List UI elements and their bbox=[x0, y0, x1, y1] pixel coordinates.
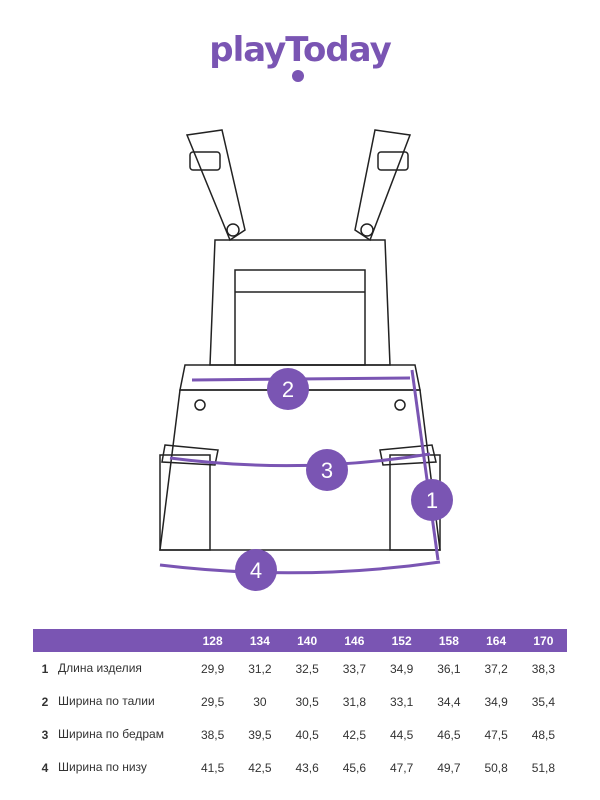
overall-skirt-sketch bbox=[159, 129, 441, 551]
size-header-row: 128 134 140 146 152 158 164 170 bbox=[33, 629, 567, 652]
size-header: 140 bbox=[297, 633, 318, 648]
table-cell: 51,8 bbox=[531, 760, 556, 775]
table-cell: 48,5 bbox=[531, 727, 556, 742]
table-cell: 30 bbox=[253, 694, 267, 709]
table-cell: 47,7 bbox=[389, 760, 414, 775]
table-row: 2 Ширина по талии 29,5 30 30,5 31,8 33,1 34,4 34… bbox=[33, 685, 567, 718]
garment-diagram: 2 3 1 4 bbox=[159, 129, 453, 591]
size-header: 158 bbox=[438, 633, 459, 648]
brand-name: playToday bbox=[209, 30, 391, 70]
table-cell: 33,7 bbox=[342, 661, 367, 676]
logo-dot bbox=[292, 70, 304, 82]
size-header: 146 bbox=[344, 633, 365, 648]
row-label: Длина изделия bbox=[58, 661, 142, 675]
size-header: 152 bbox=[391, 633, 412, 648]
row-number: 4 bbox=[41, 760, 49, 775]
row-number: 2 bbox=[41, 694, 49, 709]
table-cell: 42,5 bbox=[248, 760, 272, 775]
row-label: Ширина по талии bbox=[58, 694, 155, 708]
row-label: Ширина по бедрам bbox=[58, 727, 164, 741]
table-cell: 29,9 bbox=[200, 661, 225, 676]
row-number: 3 bbox=[41, 727, 49, 742]
row-label: Ширина по низу bbox=[58, 760, 147, 774]
table-row: 4 Ширина по низу 41,5 42,5 43,6 45,6 47,7 49,7 5… bbox=[33, 751, 567, 784]
marker-2: 2 bbox=[267, 368, 309, 410]
size-header: 134 bbox=[249, 633, 270, 648]
table-cell: 45,6 bbox=[342, 760, 367, 775]
table-cell: 30,5 bbox=[295, 694, 319, 709]
marker-4: 4 bbox=[235, 549, 277, 591]
table-cell: 46,5 bbox=[437, 727, 461, 742]
table-cell: 41,5 bbox=[200, 760, 225, 775]
table-cell: 31,2 bbox=[248, 661, 272, 676]
marker-1: 1 bbox=[411, 479, 453, 521]
table-cell: 49,7 bbox=[437, 760, 461, 775]
svg-text:1: 1 bbox=[426, 488, 438, 513]
table-cell: 43,6 bbox=[295, 760, 319, 775]
brand-logo: playToday bbox=[0, 30, 600, 70]
table-cell: 50,8 bbox=[484, 760, 508, 775]
table-cell: 44,5 bbox=[389, 727, 414, 742]
size-table: 128 134 140 146 152 158 164 170 1 Длина и… bbox=[33, 629, 567, 784]
table-cell: 32,5 bbox=[295, 661, 319, 676]
table-cell: 47,5 bbox=[484, 727, 508, 742]
size-header: 164 bbox=[486, 633, 507, 648]
table-cell: 34,4 bbox=[437, 694, 461, 709]
table-cell: 38,5 bbox=[200, 727, 225, 742]
table-cell: 33,1 bbox=[389, 694, 414, 709]
table-cell: 39,5 bbox=[248, 727, 272, 742]
table-cell: 31,8 bbox=[342, 694, 367, 709]
table-row: 3 Ширина по бедрам 38,5 39,5 40,5 42,5 44,5 46,… bbox=[33, 718, 567, 751]
svg-text:4: 4 bbox=[250, 558, 262, 583]
svg-text:3: 3 bbox=[321, 458, 333, 483]
size-header: 128 bbox=[202, 633, 223, 648]
table-cell: 37,2 bbox=[484, 661, 508, 676]
table-cell: 34,9 bbox=[484, 694, 508, 709]
row-number: 1 bbox=[41, 661, 49, 676]
marker-3: 3 bbox=[306, 449, 348, 491]
table-cell: 34,9 bbox=[389, 661, 414, 676]
table-cell: 40,5 bbox=[295, 727, 319, 742]
size-header: 170 bbox=[533, 633, 554, 648]
table-cell: 38,3 bbox=[531, 661, 556, 676]
table-row: 1 Длина изделия 29,9 31,2 32,5 33,7 34,9 36,1 37… bbox=[33, 652, 567, 685]
svg-text:2: 2 bbox=[282, 377, 294, 402]
table-cell: 36,1 bbox=[437, 661, 461, 676]
table-cell: 29,5 bbox=[200, 694, 225, 709]
table-cell: 42,5 bbox=[342, 727, 367, 742]
table-cell: 35,4 bbox=[531, 694, 556, 709]
